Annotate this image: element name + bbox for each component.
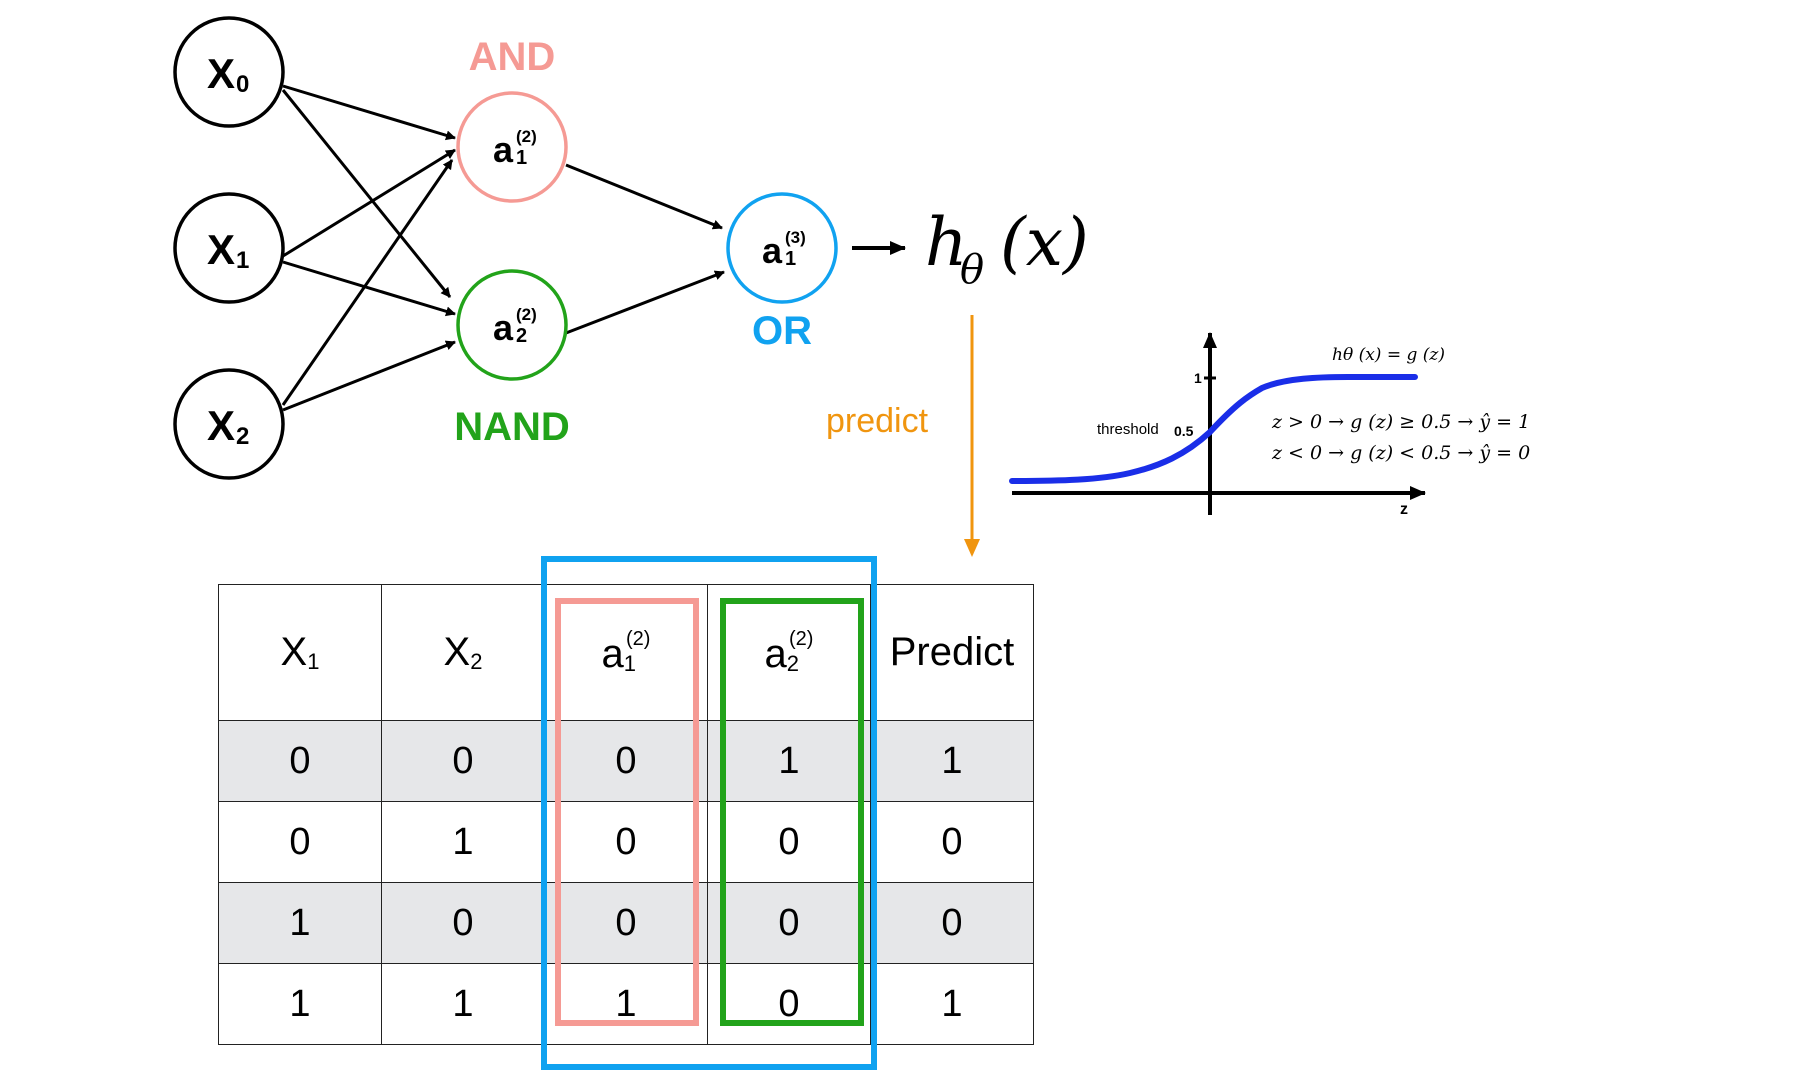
cell: 0: [218, 801, 382, 883]
edge-x2-a2: [282, 340, 456, 412]
cell: 0: [381, 720, 545, 802]
hypothesis-label: h θ (x): [925, 204, 1089, 293]
cell: 1: [218, 882, 382, 964]
connections-input-hidden: [281, 84, 906, 412]
input-node-x1: X 1: [173, 192, 285, 304]
svg-text:0: 0: [236, 71, 249, 98]
svg-text:1: 1: [236, 247, 249, 274]
threshold-label: threshold: [1097, 421, 1159, 438]
cell: 0: [544, 801, 708, 883]
nand-gate-label: NAND: [454, 405, 570, 449]
edge-x2-a1: [281, 159, 454, 406]
predict-arrow: predict: [826, 315, 980, 557]
rule-negative: z < 0 → g (z) < 0.5 → ŷ = 0: [1271, 442, 1530, 464]
edge-x0-a2: [281, 89, 452, 298]
edge-x1-a2: [282, 260, 456, 317]
svg-text:(x): (x): [1000, 204, 1089, 281]
truth-table: X1 X2 a1(2) a2(2) Predict 0 0 0 1 1 0 1 …: [218, 584, 1034, 1045]
edge-x0-a1: [282, 84, 456, 141]
cell: 0: [381, 882, 545, 964]
and-gate-label: AND: [469, 35, 556, 79]
table-row: 1 1 1 0 1: [218, 963, 1034, 1045]
header-predict: Predict: [870, 584, 1034, 721]
table-row: 0 1 0 0 0: [218, 801, 1034, 883]
cell: 0: [707, 882, 871, 964]
header-x1: X1: [218, 584, 382, 721]
svg-text:(2): (2): [516, 305, 537, 324]
or-gate-label: OR: [752, 309, 812, 353]
sigmoid-plot: hθ (x) = g (z) 1 threshold 0.5 z z > 0 →…: [1009, 332, 1530, 518]
cell: 1: [707, 720, 871, 802]
cell: 1: [544, 963, 708, 1045]
output-node-a1-or: a (3) 1 OR: [726, 192, 838, 353]
svg-text:1: 1: [516, 147, 527, 169]
edge-a1-out: [565, 163, 723, 230]
edge-a2-out: [565, 270, 725, 335]
hidden-node-a2-nand: a (2) 2 NAND: [454, 269, 570, 449]
cell: 1: [381, 963, 545, 1045]
sigmoid-curve: [1009, 374, 1418, 484]
cell: 1: [381, 801, 545, 883]
svg-text:(2): (2): [516, 127, 537, 146]
svg-text:a: a: [762, 230, 783, 271]
svg-text:(3): (3): [785, 228, 806, 247]
table-header-row: X1 X2 a1(2) a2(2) Predict: [218, 584, 1034, 721]
header-x2: X2: [381, 584, 545, 721]
cell: 1: [870, 720, 1034, 802]
table-row: 0 0 0 1 1: [218, 720, 1034, 802]
cell: 1: [218, 963, 382, 1045]
hidden-node-a1-and: AND a (2) 1: [456, 35, 568, 203]
svg-text:2: 2: [236, 423, 249, 450]
table-row: 1 0 0 0 0: [218, 882, 1034, 964]
input-node-x2: X 2: [173, 368, 285, 480]
svg-text:a: a: [493, 307, 514, 348]
svg-text:X: X: [207, 50, 235, 97]
sigmoid-tick-1-label: 1: [1194, 370, 1202, 386]
predict-label: predict: [826, 402, 929, 440]
sigmoid-title: hθ (x) = g (z): [1332, 345, 1445, 365]
cell: 0: [707, 801, 871, 883]
input-node-x0: X 0: [173, 16, 285, 128]
svg-text:1: 1: [785, 248, 796, 270]
cell: 0: [870, 882, 1034, 964]
cell: 0: [544, 720, 708, 802]
header-a1: a1(2): [544, 584, 708, 721]
cell: 0: [707, 963, 871, 1045]
svg-text:h: h: [925, 204, 968, 281]
rule-positive: z > 0 → g (z) ≥ 0.5 → ŷ = 1: [1271, 411, 1530, 433]
cell: 0: [544, 882, 708, 964]
svg-text:a: a: [493, 129, 514, 170]
threshold-value: 0.5: [1174, 423, 1194, 439]
cell: 0: [870, 801, 1034, 883]
cell: 1: [870, 963, 1034, 1045]
svg-text:2: 2: [516, 325, 527, 347]
svg-text:θ: θ: [960, 247, 984, 293]
sigmoid-x-label: z: [1400, 501, 1408, 518]
edge-x1-a1: [282, 148, 456, 258]
header-a2: a2(2): [707, 584, 871, 721]
cell: 0: [218, 720, 382, 802]
svg-text:X: X: [207, 402, 235, 449]
svg-text:X: X: [207, 226, 235, 273]
